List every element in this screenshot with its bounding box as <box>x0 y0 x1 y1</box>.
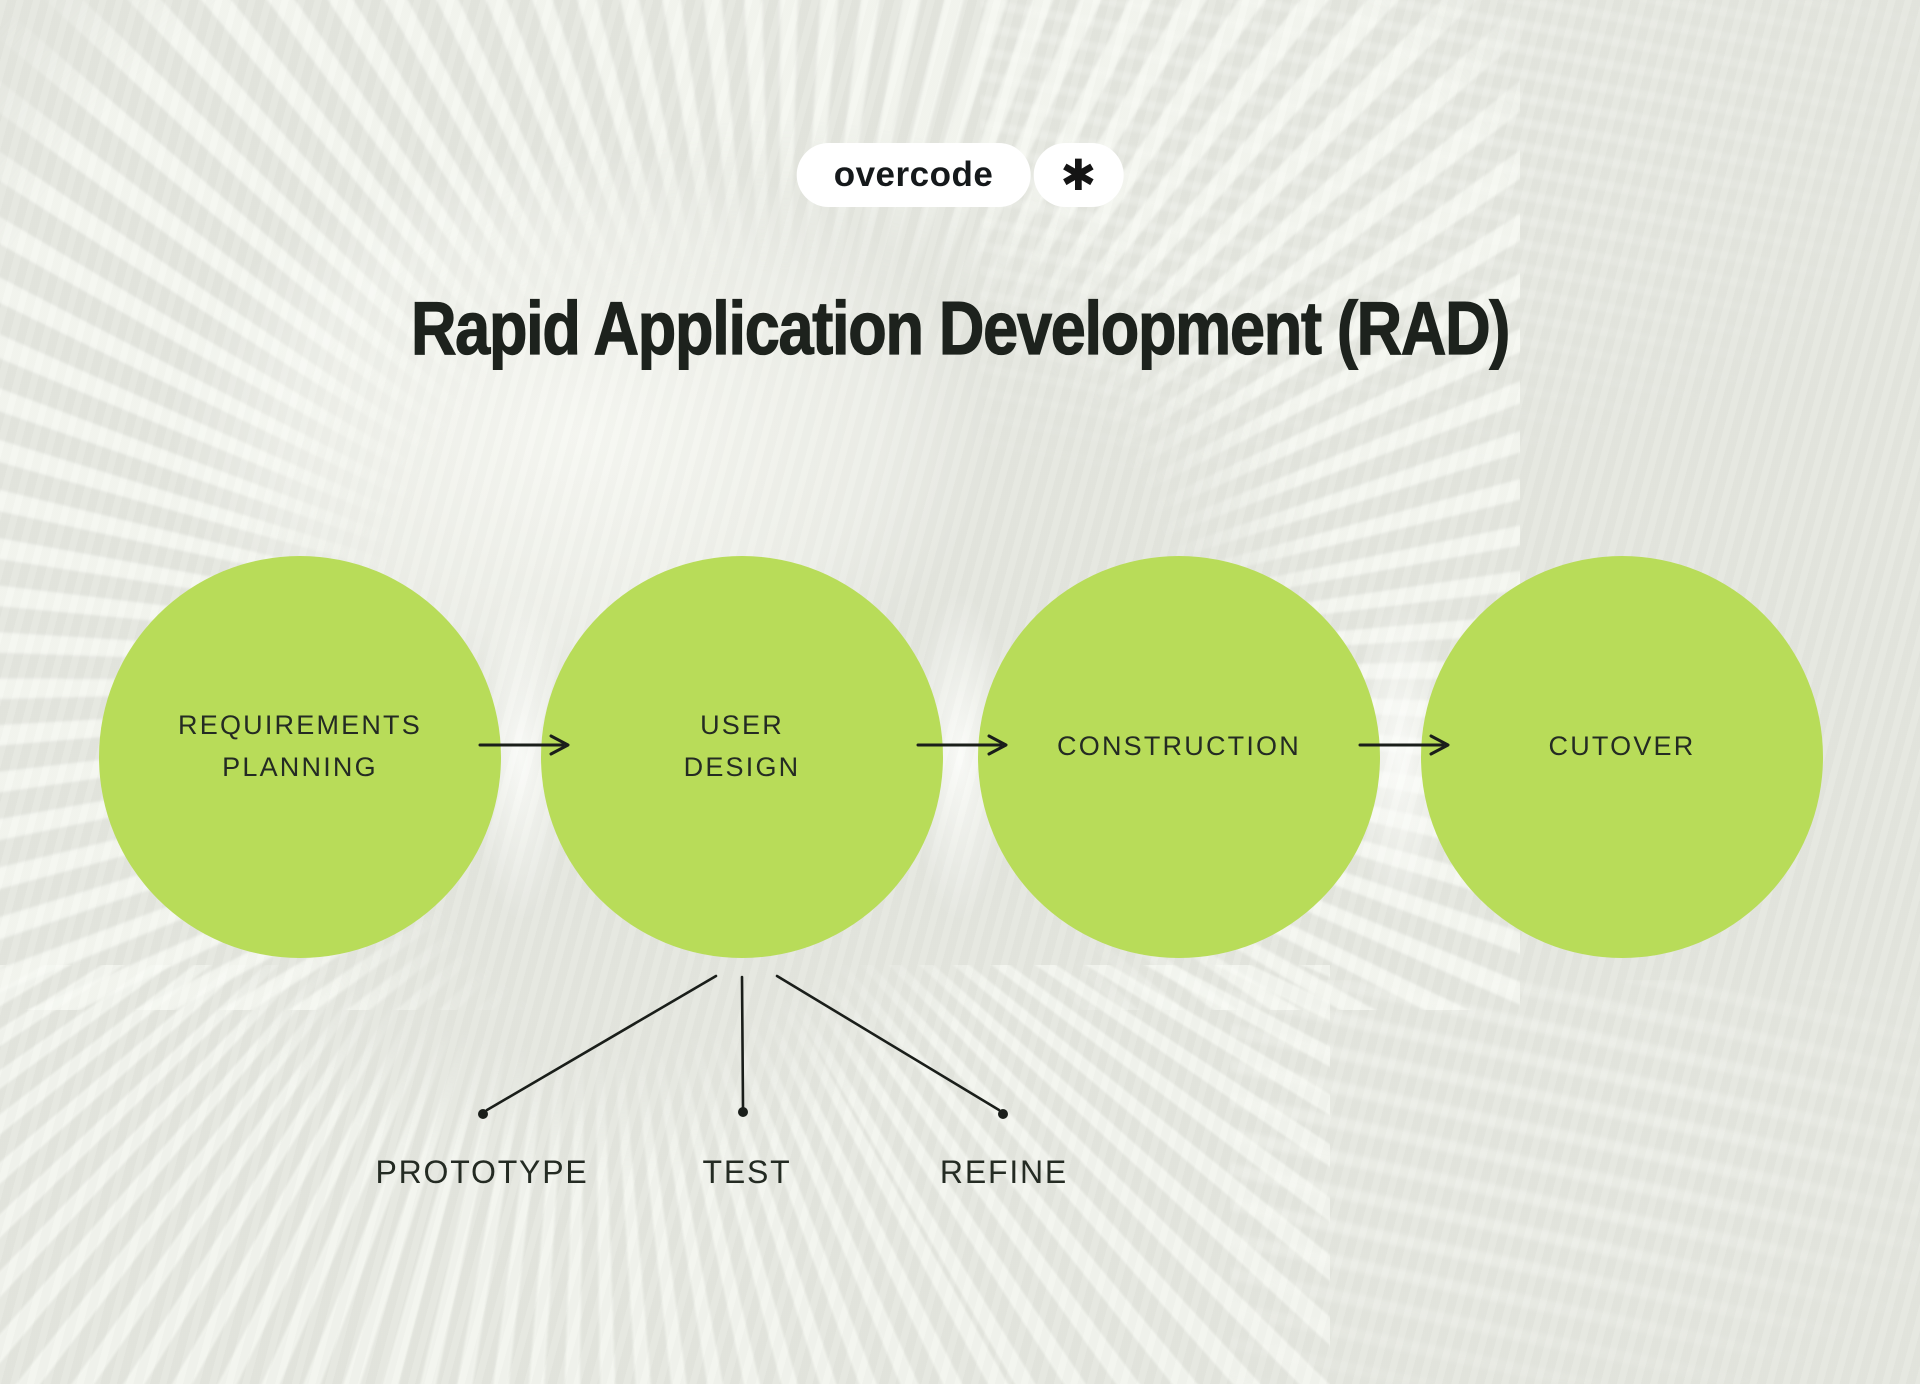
substep-label-prototype: PROTOTYPE <box>375 1154 589 1190</box>
asterisk-icon: ✱ <box>1060 150 1097 201</box>
background-stripes-bottom-right <box>1230 980 1920 1384</box>
stage-label: USER DESIGN <box>684 704 801 788</box>
stage-label-line: DESIGN <box>683 752 801 782</box>
page-title: Rapid Application Development (RAD) <box>410 286 1510 370</box>
stage-label-line: CONSTRUCTION <box>1057 731 1301 761</box>
stage-circle-construction: CONSTRUCTION <box>978 556 1380 958</box>
brand-pill: overcode <box>796 143 1031 207</box>
stage-circle-cutover: CUTOVER <box>1421 556 1823 958</box>
stage-label-line: PLANNING <box>222 752 378 782</box>
stage-label: REQUIREMENTS PLANNING <box>178 704 422 788</box>
brand-asterisk-pill: ✱ <box>1033 143 1124 207</box>
brand-name: overcode <box>833 155 994 194</box>
stage-circle-requirements-planning: REQUIREMENTS PLANNING <box>99 556 501 958</box>
stage-label-line: REQUIREMENTS <box>178 710 422 740</box>
stage-label-line: CUTOVER <box>1548 731 1696 761</box>
substep-label-refine: REFINE <box>939 1154 1069 1190</box>
substep-label-test: TEST <box>702 1154 792 1190</box>
stage-label: CONSTRUCTION <box>1057 725 1301 767</box>
stage-label-line: USER <box>700 710 784 740</box>
brand-badge: overcode ✱ <box>796 143 1124 207</box>
stage-label: CUTOVER <box>1549 725 1696 767</box>
background-stripes-top-right <box>980 0 1920 470</box>
stage-circle-user-design: USER DESIGN <box>541 556 943 958</box>
